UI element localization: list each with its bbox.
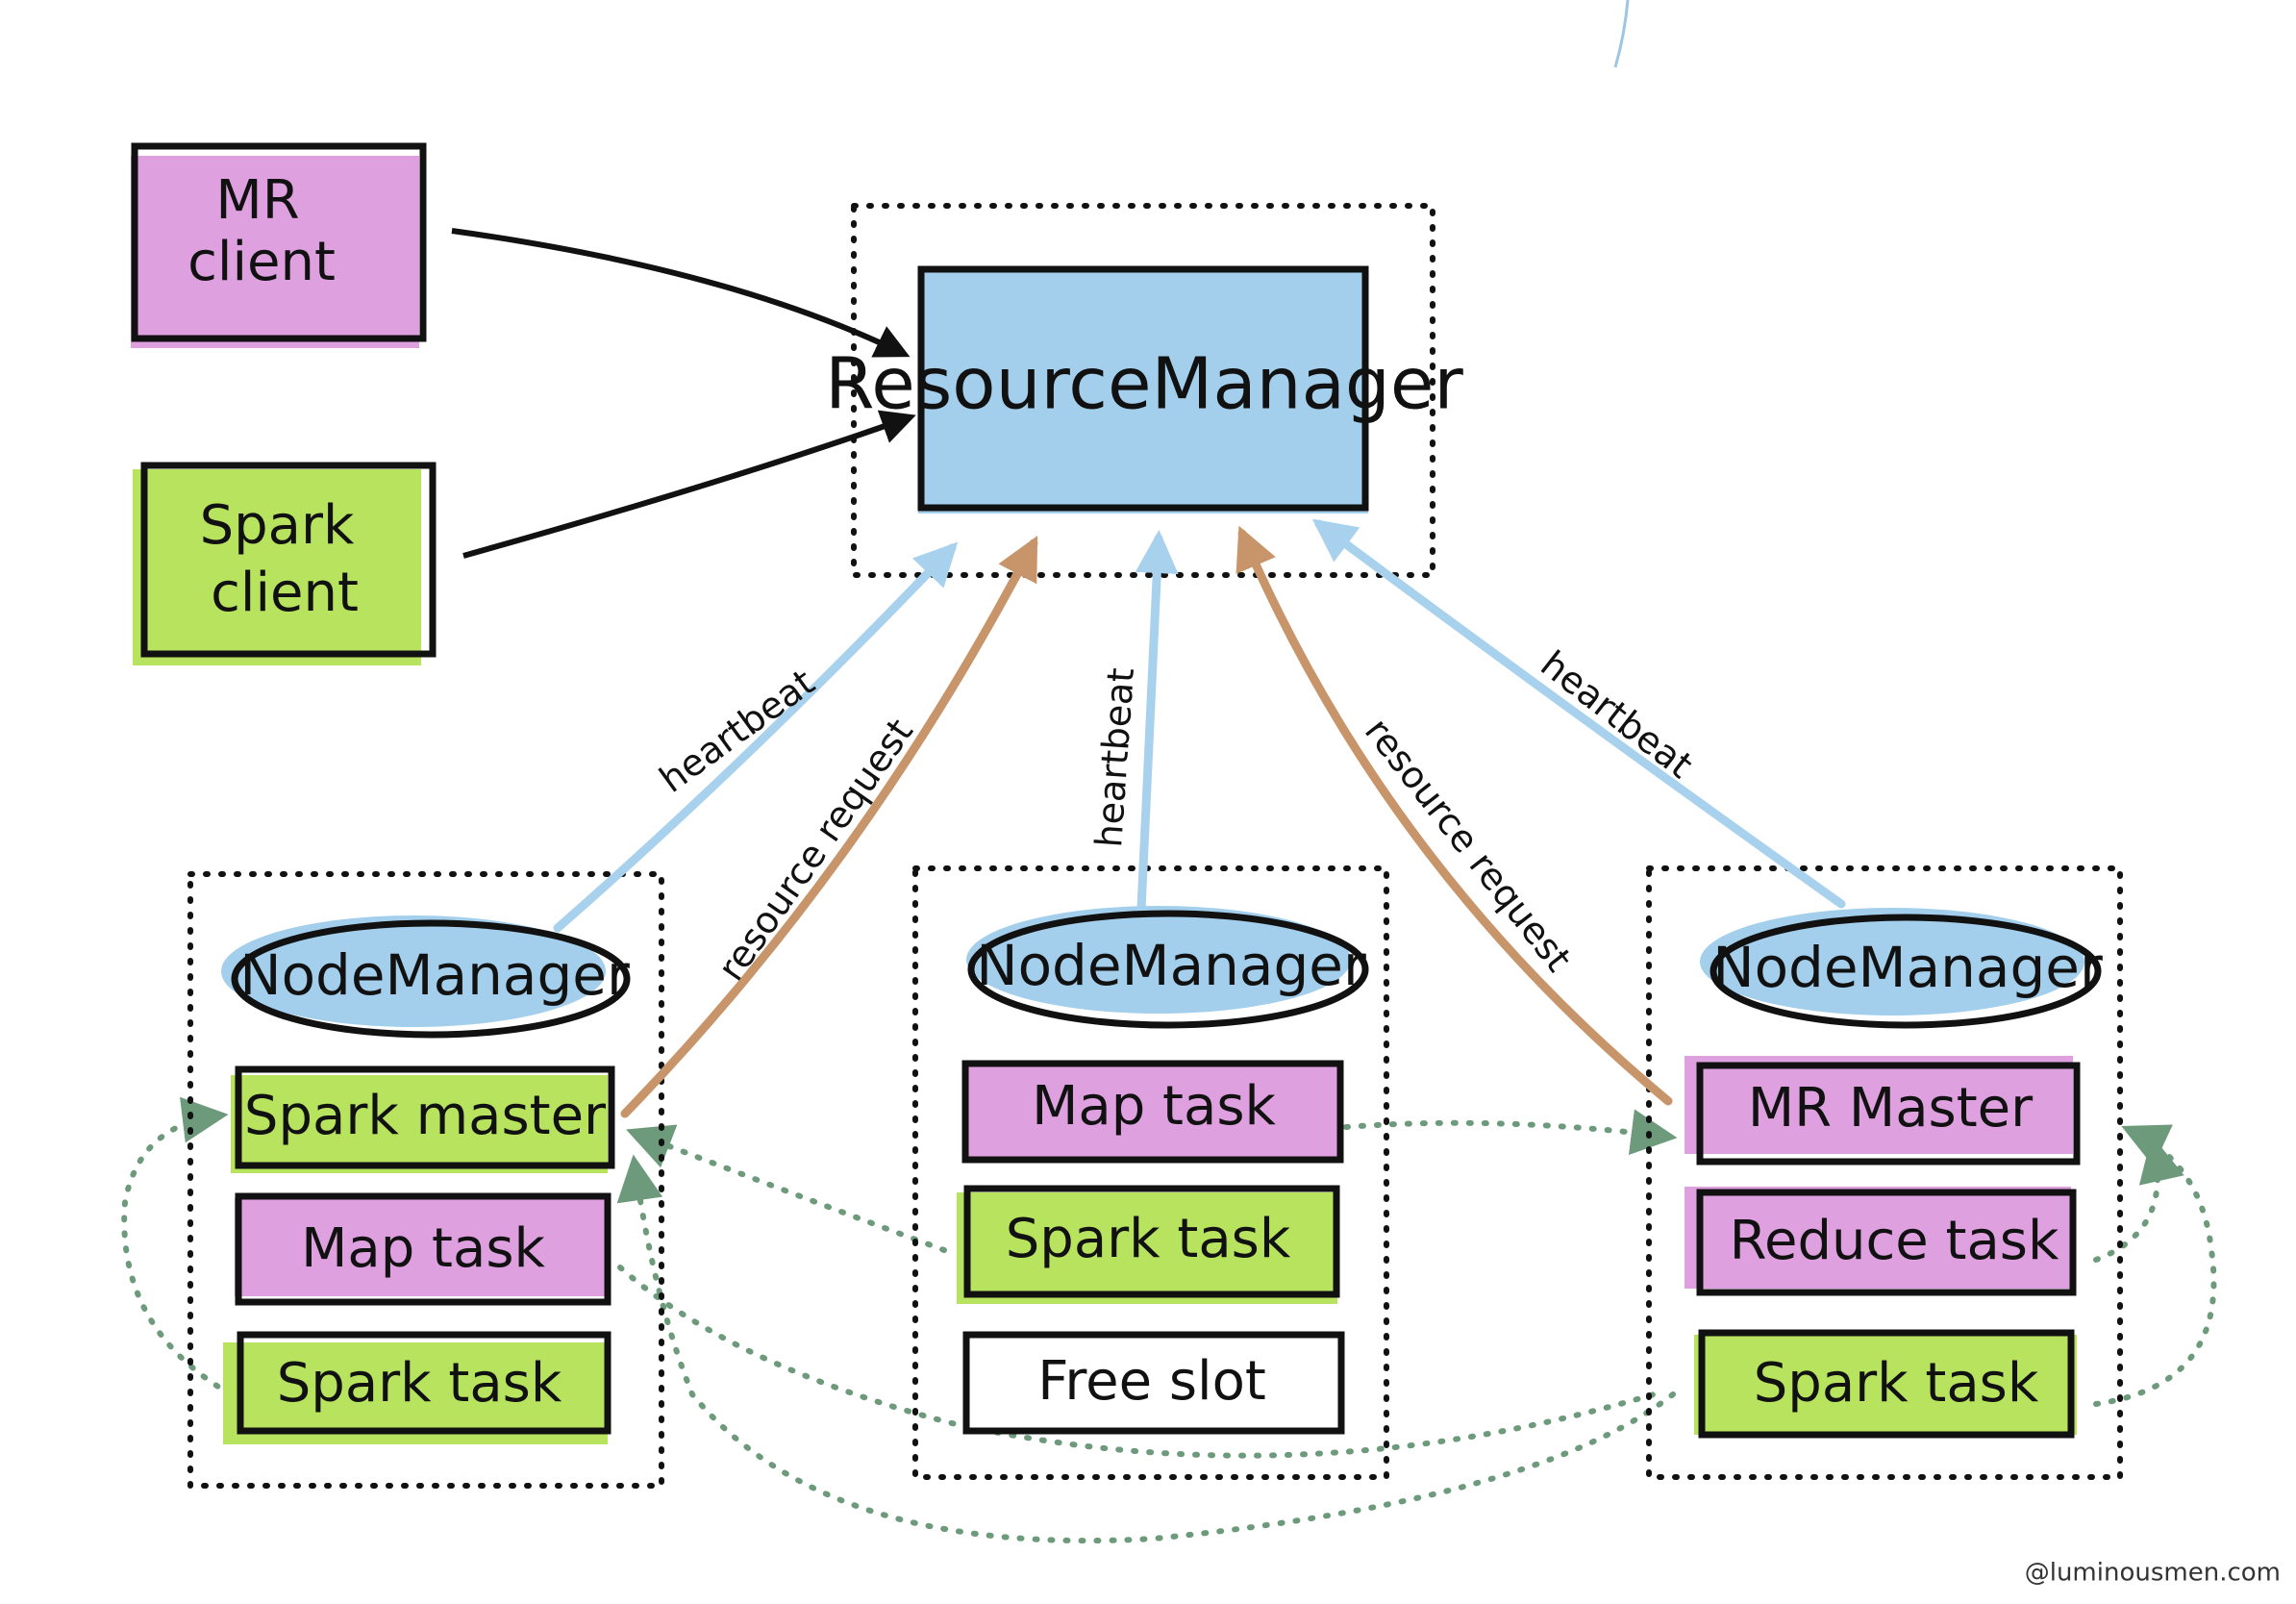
- node-3-container: [1646, 865, 2123, 1480]
- node-3-slot-1-label: MR Master: [1748, 1077, 2034, 1140]
- arrow-spark-client-to-rm: [462, 410, 916, 559]
- arrow-mr-client-to-rm: [451, 228, 911, 358]
- watermark: @luminousmen.com: [2025, 1559, 2281, 1588]
- node-3-slot-mr-master[interactable]: MR Master: [1685, 1056, 2081, 1165]
- mr-client-line2: client: [187, 231, 336, 293]
- node-2-slot-spark-task[interactable]: Spark task: [957, 1185, 1340, 1304]
- node-1-slot-2-label: Map task: [301, 1217, 545, 1280]
- resource-request-arrow-right: [1235, 525, 1673, 1106]
- node-manager-1[interactable]: NodeManager: [221, 915, 631, 1039]
- node-3-slot-3-label: Spark task: [1754, 1352, 2039, 1415]
- node-1-slot-spark-master[interactable]: Spark master: [231, 1065, 615, 1173]
- arrow-spark-task-mid-to-spark-master: [626, 1124, 947, 1253]
- task-communication-arrows: [121, 1096, 2217, 1544]
- node-2-slot-2-label: Spark task: [1006, 1208, 1291, 1270]
- node-1-container: [187, 871, 664, 1489]
- node-3-slot-spark-task[interactable]: Spark task: [1694, 1329, 2077, 1439]
- arrow-map-to-mr-master: [1343, 1109, 1678, 1156]
- spark-client-line2: client: [211, 562, 359, 624]
- node-1-slot-map-task[interactable]: Map task: [235, 1192, 611, 1306]
- node-1: NodeManager Spark master Map task Spark …: [221, 915, 631, 1444]
- resource-manager-box[interactable]: ResourceManager: [825, 265, 1463, 514]
- heartbeat-label-middle: heartbeat: [1087, 666, 1142, 849]
- mr-client-line1: MR: [215, 169, 299, 232]
- node-manager-2[interactable]: NodeManager: [966, 906, 1369, 1029]
- node-2: NodeManager Map task Spark task Free slo…: [957, 906, 1369, 1435]
- node-2-slot-map-task[interactable]: Map task: [961, 1060, 1344, 1164]
- resource-request-arrow-left: [620, 536, 1038, 1118]
- mr-client-box[interactable]: MR client: [131, 142, 427, 348]
- pen-stroke: [1613, 0, 1630, 68]
- spark-client-box[interactable]: Spark client: [133, 462, 437, 665]
- heartbeat-label-left: heartbeat: [652, 661, 822, 800]
- node-2-slot-free-slot[interactable]: Free slot: [962, 1331, 1345, 1435]
- node-1-slot-3-label: Spark task: [277, 1352, 562, 1415]
- heartbeat-arrow-left: [553, 541, 959, 933]
- node-2-container: [912, 865, 1389, 1480]
- node-2-slot-1-label: Map task: [1032, 1075, 1276, 1138]
- heartbeat-label-right: heartbeat: [1533, 642, 1700, 787]
- resource-manager-label: ResourceManager: [825, 343, 1463, 426]
- arrow-spark-task-right-loop: [2093, 1124, 2217, 1407]
- resource-manager-container: [851, 203, 1435, 578]
- heartbeat-arrow-right: [1311, 518, 1846, 909]
- arrow-reduce-task-to-mr-master: [2093, 1135, 2184, 1263]
- node-2-slot-3-label: Free slot: [1037, 1350, 1266, 1413]
- node-1-slot-1-label: Spark master: [244, 1085, 607, 1147]
- node-1-slot-spark-task[interactable]: Spark task: [223, 1331, 611, 1444]
- node-manager-1-label: NodeManager: [239, 942, 630, 1008]
- node-3: NodeManager MR Master Reduce task Spark …: [1685, 908, 2103, 1439]
- node-3-slot-reduce-task[interactable]: Reduce task: [1685, 1187, 2077, 1296]
- arrow-spark-task-left-to-spark-master: [121, 1096, 234, 1397]
- node-3-slot-2-label: Reduce task: [1730, 1210, 2059, 1272]
- resource-request-label-right: resource request: [1357, 710, 1580, 979]
- heartbeat-arrow-middle: [1135, 530, 1179, 914]
- node-manager-3-label: NodeManager: [1712, 935, 2103, 1000]
- node-manager-3[interactable]: NodeManager: [1700, 908, 2103, 1029]
- spark-client-line1: Spark: [200, 494, 355, 557]
- node-manager-2-label: NodeManager: [976, 933, 1366, 998]
- arrow-map-task-left-loop: [617, 1265, 1657, 1459]
- arrow-spark-task-right-to-spark-master: [616, 1154, 1676, 1544]
